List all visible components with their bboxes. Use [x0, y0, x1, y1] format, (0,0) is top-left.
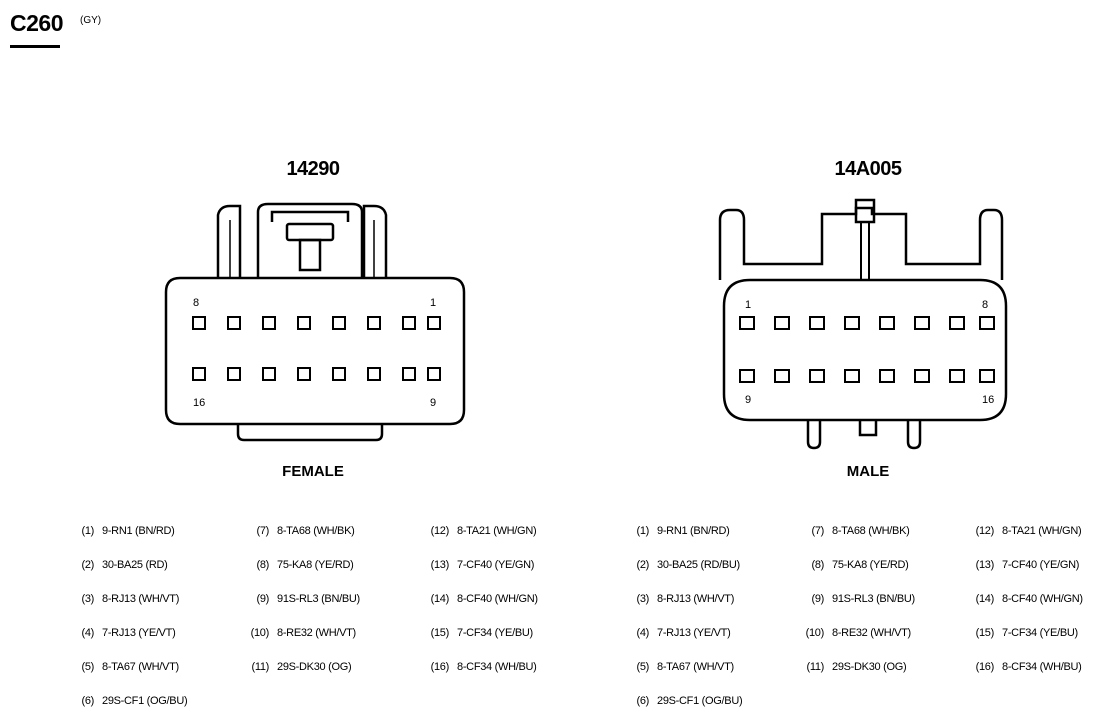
pin-number: (9) — [256, 593, 269, 605]
pin-number: (5) — [81, 661, 94, 673]
pin-circuit: 8-RJ13 (WH/VT) — [657, 593, 735, 605]
pin-number: (8) — [811, 559, 824, 571]
pin-number: (3) — [81, 593, 94, 605]
female-gender-label: FEMALE — [282, 463, 344, 480]
pin-circuit: 7-CF34 (YE/BU) — [1002, 627, 1078, 639]
pin-number: (10) — [805, 627, 825, 639]
female-corner-label: 16 — [193, 397, 205, 409]
pin-circuit: 8-TA68 (WH/BK) — [832, 525, 910, 537]
female-corner-label: 1 — [430, 297, 436, 309]
pin-number: (6) — [636, 695, 649, 707]
pin-circuit: 8-TA21 (WH/GN) — [1002, 525, 1082, 537]
pin-circuit: 8-RE32 (WH/VT) — [277, 627, 356, 639]
pin-circuit: 8-CF40 (WH/GN) — [457, 593, 538, 605]
pin-number: (16) — [975, 661, 995, 673]
pin-number: (13) — [975, 559, 995, 571]
pin-number: (4) — [636, 627, 649, 639]
male-corner-label: 8 — [982, 299, 988, 311]
pin-circuit: 75-KA8 (YE/RD) — [277, 559, 354, 571]
pin-circuit: 29S-DK30 (OG) — [277, 661, 352, 673]
pin-number: (14) — [975, 593, 995, 605]
pin-number: (11) — [806, 661, 824, 673]
pin-circuit: 30-BA25 (RD/BU) — [657, 559, 740, 571]
pin-number: (11) — [251, 661, 269, 673]
pin-number: (12) — [430, 525, 450, 537]
male-connector-diagram: 1 8 9 16 — [718, 198, 1008, 450]
pin-circuit: 29S-CF1 (OG/BU) — [102, 695, 188, 707]
pin-circuit: 30-BA25 (RD) — [102, 559, 168, 571]
male-gender-label: MALE — [846, 463, 890, 480]
pin-circuit: 9-RN1 (BN/RD) — [102, 525, 175, 537]
pin-number: (2) — [81, 559, 94, 571]
title-underline — [10, 45, 60, 48]
pin-circuit: 91S-RL3 (BN/BU) — [277, 593, 360, 605]
pin-number: (6) — [81, 695, 94, 707]
female-pin-grid — [192, 316, 441, 381]
pin-circuit: 7-CF34 (YE/BU) — [457, 627, 533, 639]
pin-number: (7) — [811, 525, 824, 537]
pin-circuit: 8-RJ13 (WH/VT) — [102, 593, 180, 605]
male-corner-label: 1 — [745, 299, 751, 311]
male-corner-label: 9 — [745, 394, 751, 406]
pin-number: (5) — [636, 661, 649, 673]
pin-circuit: 7-CF40 (YE/GN) — [1002, 559, 1080, 571]
pin-circuit: 8-TA21 (WH/GN) — [457, 525, 537, 537]
pin-circuit: 8-CF34 (WH/BU) — [1002, 661, 1082, 673]
pin-circuit: 8-TA67 (WH/VT) — [102, 661, 179, 673]
pin-number: (8) — [256, 559, 269, 571]
female-corner-label: 9 — [430, 397, 436, 409]
pin-circuit: 29S-DK30 (OG) — [832, 661, 907, 673]
pin-number: (10) — [250, 627, 270, 639]
pin-number: (12) — [975, 525, 995, 537]
pin-number: (1) — [636, 525, 649, 537]
pin-number: (7) — [256, 525, 269, 537]
female-part-number: 14290 — [286, 158, 340, 180]
pin-circuit: 75-KA8 (YE/RD) — [832, 559, 909, 571]
pin-circuit: 8-CF34 (WH/BU) — [457, 661, 537, 673]
pin-circuit: 7-RJ13 (YE/VT) — [657, 627, 731, 639]
pin-circuit: 8-RE32 (WH/VT) — [832, 627, 911, 639]
pin-circuit: 29S-CF1 (OG/BU) — [657, 695, 743, 707]
pin-number: (13) — [430, 559, 450, 571]
pin-number: (14) — [430, 593, 450, 605]
pin-circuit: 7-RJ13 (YE/VT) — [102, 627, 176, 639]
pin-number: (15) — [430, 627, 450, 639]
pin-number: (3) — [636, 593, 649, 605]
pin-circuit: 8-TA68 (WH/BK) — [277, 525, 355, 537]
pin-number: (1) — [81, 525, 94, 537]
pin-number: (2) — [636, 559, 649, 571]
pin-circuit: 8-TA67 (WH/VT) — [657, 661, 734, 673]
female-corner-label: 8 — [193, 297, 199, 309]
male-pin-grid — [739, 316, 995, 383]
pin-number: (4) — [81, 627, 94, 639]
pin-number: (15) — [975, 627, 995, 639]
male-part-number: 14A005 — [834, 158, 902, 180]
male-corner-label: 16 — [982, 394, 994, 406]
pin-number: (9) — [811, 593, 824, 605]
female-connector-diagram: 8 1 16 9 — [164, 202, 466, 442]
pin-circuit: 91S-RL3 (BN/BU) — [832, 593, 915, 605]
pin-number: (16) — [430, 661, 450, 673]
pin-circuit: 9-RN1 (BN/RD) — [657, 525, 730, 537]
connector-title: C260 — [10, 10, 63, 36]
pin-circuit: 7-CF40 (YE/GN) — [457, 559, 535, 571]
pin-circuit: 8-CF40 (WH/GN) — [1002, 593, 1083, 605]
connector-color-code: (GY) — [80, 15, 102, 26]
